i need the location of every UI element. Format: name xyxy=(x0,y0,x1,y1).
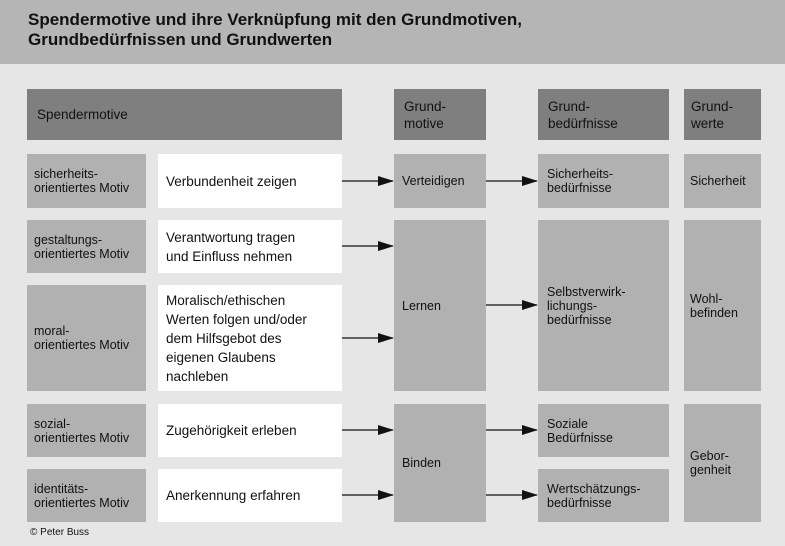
behavior-moralisch-line-3: dem Hilfsgebot des xyxy=(166,330,282,346)
grundmotiv-lernen-label: Lernen xyxy=(402,298,441,313)
motive-sozial-line-2: orientiertes Motiv xyxy=(34,430,130,445)
beduerfnis-selbstverwirklichung: Selbstverwirk- lichungs- bedürfnisse xyxy=(538,220,669,391)
grundwert-wohlbefinden: Wohl- befinden xyxy=(684,220,761,391)
copyright-notice: © Peter Buss xyxy=(30,527,90,538)
motive-moral-line-1: moral- xyxy=(34,324,70,338)
motive-sicherheit-line-1: sicherheits- xyxy=(34,167,98,181)
beduerfnis-sicherheit: Sicherheits- bedürfnisse xyxy=(538,154,669,208)
motive-moral-line-2: orientiertes Motiv xyxy=(34,338,130,352)
header-grundwerte-line-1: Grund- xyxy=(691,98,734,114)
diagram-title: Spendermotive und ihre Verknüpfung mit d… xyxy=(28,10,522,50)
motive-moral: moral- orientiertes Motiv xyxy=(27,285,146,391)
header-spendermotive: Spendermotive xyxy=(27,89,342,140)
grundwert-wohlbefinden-line-2: befinden xyxy=(690,305,738,320)
grundwert-sicherheit: Sicherheit xyxy=(684,154,761,208)
motive-sicherheit: sicherheits- orientiertes Motiv xyxy=(27,154,146,208)
behavior-anerkennung-line-1: Anerkennung erfahren xyxy=(166,488,301,503)
beduerfnis-sozial-line-2: Bedürfnisse xyxy=(547,430,614,445)
grundwert-geborgenheit-line-2: genheit xyxy=(690,463,732,477)
motive-gestaltung: gestaltungs- orientiertes Motiv xyxy=(27,220,146,273)
motive-identitaet-line-2: orientiertes Motiv xyxy=(34,495,130,510)
motive-gestaltung-line-1: gestaltungs- xyxy=(34,232,103,247)
behavior-zugehoerigkeit-line-1: Zugehörigkeit erleben xyxy=(166,423,297,438)
grundmotiv-verteidigen-label: Verteidigen xyxy=(402,174,465,188)
header-spendermotive-label: Spendermotive xyxy=(37,107,128,122)
beduerfnis-wertschaetzung-line-2: bedürfnisse xyxy=(547,495,612,510)
motive-sicherheit-line-2: orientiertes Motiv xyxy=(34,181,130,195)
header-grundmotive-line-2: motive xyxy=(404,115,444,131)
header-grundmotive-line-1: Grund- xyxy=(404,98,447,114)
beduerfnis-sozial-line-1: Soziale xyxy=(547,416,588,431)
grundwert-geborgenheit-line-1: Gebor- xyxy=(690,449,729,463)
behavior-moralisch-line-5: nachleben xyxy=(166,368,229,384)
grundwert-sicherheit-label: Sicherheit xyxy=(690,174,746,188)
behavior-verbundenheit: Verbundenheit zeigen xyxy=(158,154,342,208)
grundmotiv-binden: Binden xyxy=(394,404,486,522)
beduerfnis-selbstverwirklichung-line-1: Selbstverwirk- xyxy=(547,284,626,299)
beduerfnis-wertschaetzung: Wertschätzungs- bedürfnisse xyxy=(538,469,669,522)
behavior-anerkennung: Anerkennung erfahren xyxy=(158,469,342,522)
header-grundbeduerfnisse-line-2: bedürfnisse xyxy=(548,115,618,131)
motive-gestaltung-line-2: orientiertes Motiv xyxy=(34,246,130,261)
behavior-verantwortung: Verantwortung tragen und Einfluss nehmen xyxy=(158,220,342,273)
behavior-moralisch-line-1: Moralisch/ethischen xyxy=(166,292,286,308)
behavior-moralisch-line-2: Werten folgen und/oder xyxy=(166,311,307,327)
beduerfnis-sozial: Soziale Bedürfnisse xyxy=(538,404,669,457)
behavior-zugehoerigkeit: Zugehörigkeit erleben xyxy=(158,404,342,457)
header-grundbeduerfnisse-line-1: Grund- xyxy=(548,98,591,114)
grundmotiv-verteidigen: Verteidigen xyxy=(394,154,486,208)
grundmotiv-lernen: Lernen xyxy=(394,220,486,391)
title-band xyxy=(0,0,785,64)
grundmotiv-binden-label: Binden xyxy=(402,456,441,470)
beduerfnis-wertschaetzung-line-1: Wertschätzungs- xyxy=(547,481,641,496)
behavior-moralisch: Moralisch/ethischen Werten folgen und/od… xyxy=(158,285,342,391)
title-line-2: Grundbedürfnissen und Grundwerten xyxy=(28,30,333,49)
grundwert-geborgenheit: Gebor- genheit xyxy=(684,404,761,522)
beduerfnis-sicherheit-line-1: Sicherheits- xyxy=(547,167,613,181)
motive-identitaet: identitäts- orientiertes Motiv xyxy=(27,469,146,522)
behavior-verbundenheit-line-1: Verbundenheit zeigen xyxy=(166,173,297,189)
behavior-verantwortung-line-1: Verantwortung tragen xyxy=(166,229,296,245)
motive-sozial-line-1: sozial- xyxy=(34,416,71,431)
header-grundmotive: Grund- motive xyxy=(394,89,486,140)
beduerfnis-sicherheit-line-2: bedürfnisse xyxy=(547,181,612,195)
header-grundbeduerfnisse: Grund- bedürfnisse xyxy=(538,89,669,140)
beduerfnis-selbstverwirklichung-line-3: bedürfnisse xyxy=(547,312,612,327)
motive-identitaet-line-1: identitäts- xyxy=(34,481,89,496)
beduerfnis-selbstverwirklichung-line-2: lichungs- xyxy=(547,298,598,313)
title-line-1: Spendermotive und ihre Verknüpfung mit d… xyxy=(28,10,522,29)
behavior-moralisch-line-4: eigenen Glaubens xyxy=(166,349,276,365)
grundwert-wohlbefinden-line-1: Wohl- xyxy=(690,291,723,306)
motive-sozial: sozial- orientiertes Motiv xyxy=(27,404,146,457)
header-grundwerte-line-2: werte xyxy=(691,115,725,131)
behavior-verantwortung-line-2: und Einfluss nehmen xyxy=(166,248,293,264)
header-grundwerte: Grund- werte xyxy=(684,89,761,140)
